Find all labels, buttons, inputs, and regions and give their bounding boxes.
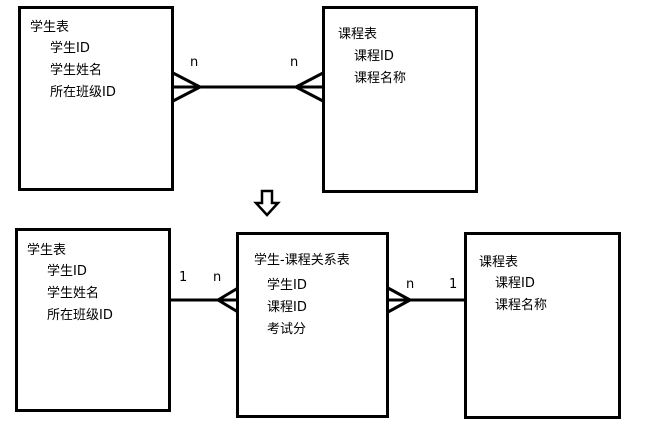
bottom-student-attr-class-id: 所在班级ID — [47, 308, 113, 323]
top-course-attr-course-name: 课程名称 — [354, 71, 407, 86]
bottom-course-attr-course-name: 课程名称 — [495, 298, 548, 313]
bottom-junction-table-title: 学生-课程关系表 — [254, 253, 350, 268]
bottom-student-attr-student-name: 学生姓名 — [47, 286, 100, 301]
crow-foot-icon — [387, 286, 411, 314]
bottom-junction-attr-student-id: 学生ID — [267, 278, 307, 293]
bottom-course-table-title: 课程表 — [479, 255, 519, 270]
top-student-attr-student-name: 学生姓名 — [50, 63, 103, 78]
top-student-table-title: 学生表 — [30, 20, 70, 35]
crow-foot-icon — [295, 71, 324, 103]
bottom-student-attr-student-id: 学生ID — [47, 264, 87, 279]
bottom-left-many-cardinality: n — [213, 270, 222, 285]
bottom-right-many-cardinality: n — [406, 277, 415, 292]
crow-foot-icon — [172, 71, 201, 103]
bottom-right-relation-connector — [387, 286, 466, 314]
top-right-cardinality: n — [290, 55, 299, 70]
bottom-student-table[interactable] — [15, 228, 171, 412]
top-student-attr-student-id: 学生ID — [50, 41, 90, 56]
top-course-table[interactable] — [322, 6, 478, 193]
crow-foot-icon — [217, 286, 239, 314]
top-left-cardinality: n — [190, 55, 199, 70]
down-arrow-icon — [253, 189, 281, 217]
top-student-attr-class-id: 所在班级ID — [50, 85, 116, 100]
bottom-right-one-cardinality: 1 — [449, 277, 458, 292]
bottom-left-relation-connector — [170, 286, 239, 314]
top-course-table-title: 课程表 — [338, 27, 378, 42]
bottom-junction-attr-exam-score: 考试分 — [267, 322, 307, 337]
bottom-course-table[interactable] — [464, 232, 621, 419]
bottom-course-attr-course-id: 课程ID — [495, 276, 535, 291]
top-course-attr-course-id: 课程ID — [354, 49, 394, 64]
top-student-table[interactable] — [18, 6, 174, 191]
bottom-junction-table[interactable] — [236, 232, 389, 418]
top-relation-connector — [172, 71, 324, 103]
bottom-junction-attr-course-id: 课程ID — [267, 300, 307, 315]
bottom-student-table-title: 学生表 — [27, 243, 67, 258]
bottom-left-one-cardinality: 1 — [179, 270, 188, 285]
